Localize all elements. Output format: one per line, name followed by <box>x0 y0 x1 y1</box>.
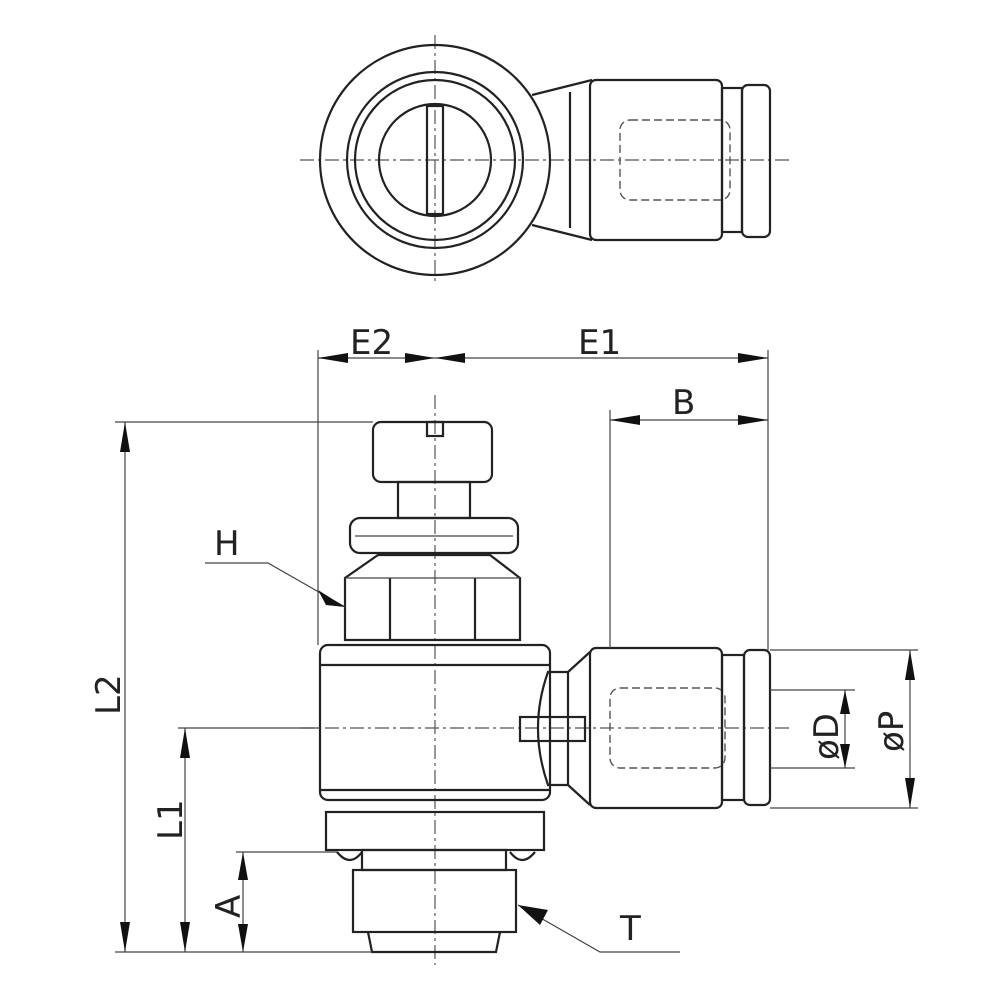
label-h: H <box>214 524 240 564</box>
label-t: T <box>619 909 641 949</box>
label-op: øP <box>872 711 912 752</box>
label-l1: L1 <box>151 799 191 840</box>
label-e2: E2 <box>350 323 393 363</box>
label-b: B <box>672 383 695 423</box>
label-od: øD <box>807 713 847 760</box>
dimensions <box>115 350 918 953</box>
label-l2: L2 <box>89 674 129 715</box>
label-e1: E1 <box>578 323 621 363</box>
label-a: A <box>209 895 249 918</box>
top-view <box>300 35 790 285</box>
dimension-labels: E2 E1 B H T L2 L1 A øD øP <box>89 323 912 949</box>
side-view <box>300 395 790 965</box>
